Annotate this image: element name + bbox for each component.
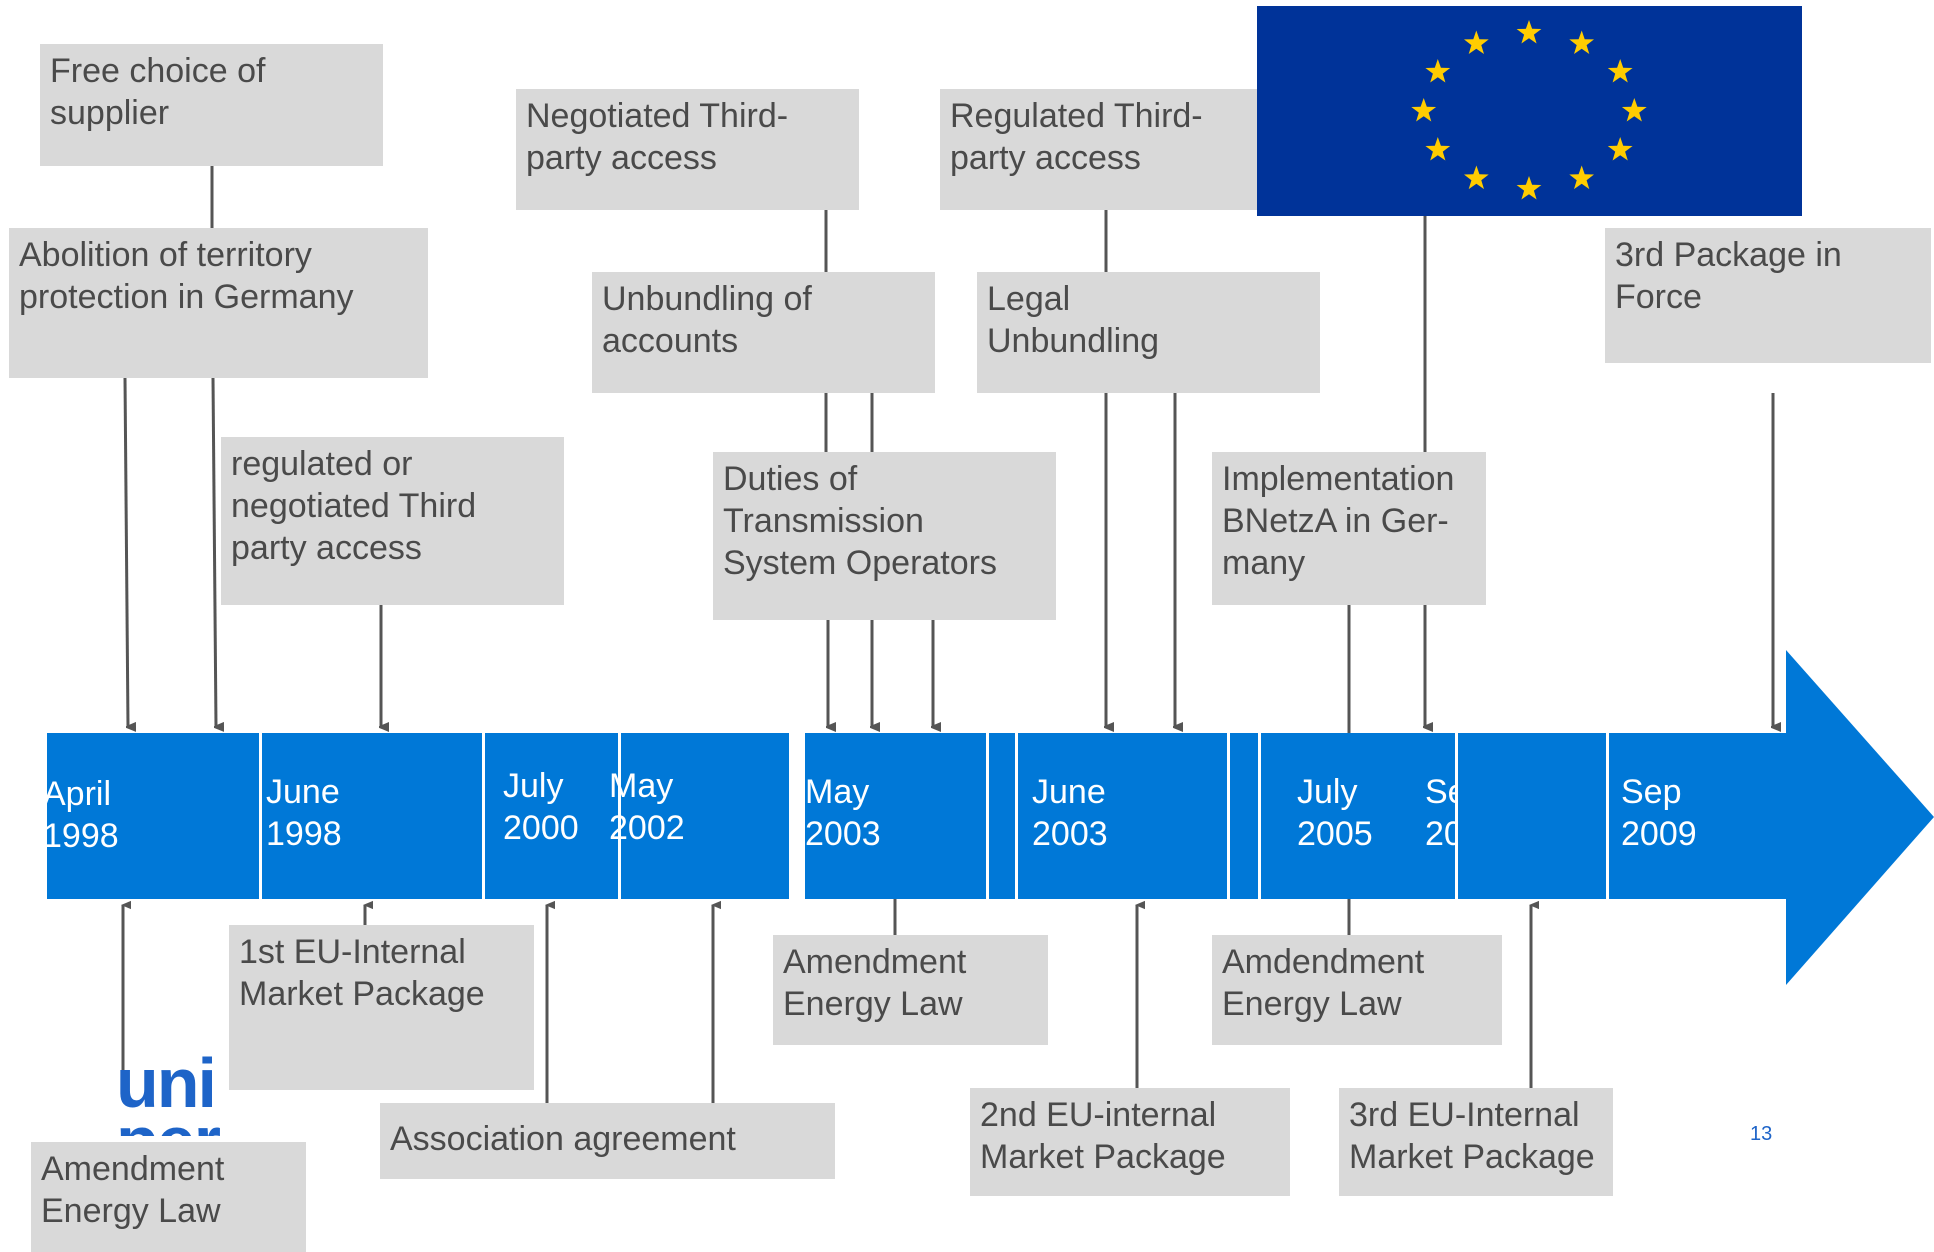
eu-star-icon xyxy=(1464,30,1489,54)
timeline-segment-sep-2009: Sep 2009 xyxy=(1609,733,1789,899)
event-box-3rd-eu-package: 3rd EU-Internal Market Package xyxy=(1339,1088,1613,1196)
eu-star-icon xyxy=(1607,137,1633,161)
event-box-amendment-energy-law-2005: Amdendment Energy Law xyxy=(1212,935,1502,1045)
event-box-2nd-eu-package: 2nd EU-internal Market Package xyxy=(970,1088,1290,1196)
eu-star-icon xyxy=(1569,165,1594,190)
timeline-date: April 1998 xyxy=(43,775,119,855)
eu-star-icon xyxy=(1425,59,1451,83)
event-box-free-choice: Free choice of supplier xyxy=(40,44,383,166)
logo-text-line1: uni xyxy=(116,1056,217,1122)
event-box-amendment-energy-law-1998: Amendment Energy Law xyxy=(31,1142,306,1252)
event-box-amendment-energy-law-2003: Amendment Energy Law xyxy=(773,935,1048,1045)
event-box-negotiated-tpa: Negotiated Third- party access xyxy=(516,89,859,210)
eu-star-icon xyxy=(1464,165,1489,190)
timeline-date: May 2002 xyxy=(609,767,685,847)
timeline-date: May 2003 xyxy=(805,773,881,853)
logo-text-line2: per xyxy=(116,1106,221,1136)
event-box-unbundling-accounts: Unbundling of accounts xyxy=(592,272,935,393)
event-box-implementation-bnetza: Implementation BNetzA in Ger- many xyxy=(1212,452,1486,605)
event-box-1st-eu-package: 1st EU-Internal Market Package xyxy=(229,925,534,1090)
timeline-segment-sep-2007 xyxy=(1458,733,1606,899)
event-box-abolition-territory: Abolition of territory protection in Ger… xyxy=(9,228,428,378)
eu-star-icon xyxy=(1516,20,1542,44)
timeline-date: June 2003 xyxy=(1032,773,1108,853)
timeline-segment-july-2005: July 2005 Sep 2007 xyxy=(1261,733,1501,899)
timeline-segment-april-1998: April 1998 xyxy=(43,733,259,899)
event-box-regulated-negotiated-tpa: regulated or negotiated Third party acce… xyxy=(221,437,564,605)
event-box-association-agreement: Association agreement xyxy=(380,1103,835,1179)
event-box-duties-tso: Duties of Transmission System Operators xyxy=(713,452,1056,620)
timeline-date: July 2000 xyxy=(503,767,579,847)
eu-star-icon xyxy=(1607,59,1633,83)
event-box-legal-unbundling: Legal Unbundling xyxy=(977,272,1320,393)
timeline-arrow-head xyxy=(1786,650,1934,985)
timeline-date: June 1998 xyxy=(266,773,342,853)
timeline-segment-june-2003: June 2003 xyxy=(1018,733,1227,899)
eu-flag-icon xyxy=(1257,6,1802,216)
timeline-segment-may-2003: May 2003 xyxy=(805,733,986,899)
timeline-segment-july-2000: July 2000 xyxy=(485,733,618,899)
timeline-segment-gap-1 xyxy=(989,733,1015,899)
connector-top xyxy=(123,377,128,727)
event-box-regulated-tpa: Regulated Third- party access xyxy=(940,89,1283,210)
timeline-segment-may-2002: May 2002 xyxy=(609,733,789,899)
eu-star-icon xyxy=(1516,176,1542,200)
eu-star-icon xyxy=(1411,98,1437,122)
timeline-segment-gap-2 xyxy=(1230,733,1258,899)
eu-star-icon xyxy=(1425,137,1451,161)
eu-star-icon xyxy=(1621,98,1647,122)
eu-star-icon xyxy=(1569,30,1594,54)
event-box-3rd-package-force: 3rd Package in Force xyxy=(1605,228,1931,363)
timeline-date: Sep 2009 xyxy=(1621,773,1697,853)
timeline-segment-june-1998: June 1998 xyxy=(262,733,482,899)
connector-top xyxy=(211,377,216,727)
uniper-logo: uni per xyxy=(116,1056,248,1136)
timeline-date: July 2005 xyxy=(1297,773,1373,853)
page-number: 13 xyxy=(1750,1123,1773,1145)
